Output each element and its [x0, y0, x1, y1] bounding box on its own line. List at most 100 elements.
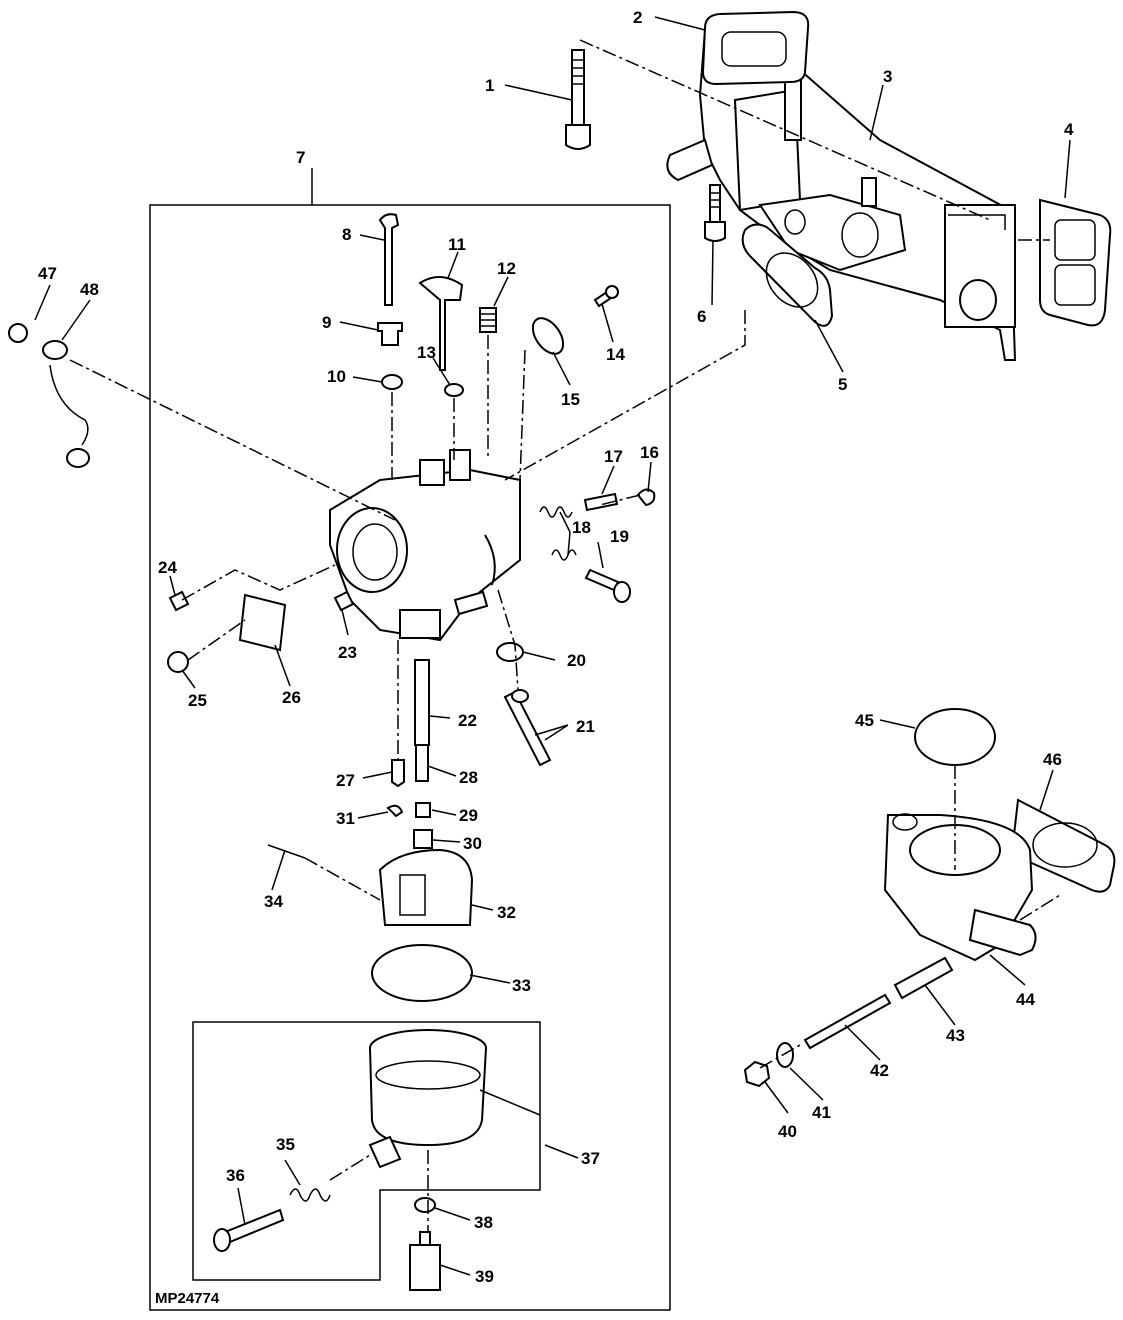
- clamp-20: [496, 642, 524, 662]
- callout-38: 38: [474, 1213, 493, 1232]
- ground-wire-48: [42, 340, 90, 468]
- callout-28: 28: [459, 768, 478, 787]
- terminal-47: [8, 323, 28, 343]
- callout-34: 34: [264, 892, 283, 911]
- leader-lines: [34, 16, 1071, 1276]
- screw-25: [167, 651, 189, 673]
- callout-15: 15: [561, 390, 580, 409]
- callout-41: 41: [812, 1103, 831, 1122]
- jet-27: [391, 759, 405, 788]
- callout-10: 10: [327, 367, 346, 386]
- bolt-6: [704, 184, 726, 242]
- gasket-4: [1039, 198, 1112, 327]
- callout-30: 30: [463, 834, 482, 853]
- assembly-box-37: [192, 1021, 541, 1281]
- seal-13: [444, 383, 464, 397]
- callout-47: 47: [38, 264, 57, 283]
- callout-14: 14: [606, 345, 625, 364]
- callout-36: 36: [226, 1166, 245, 1185]
- callout-13: 13: [417, 343, 436, 362]
- carburetor-body: [329, 449, 521, 642]
- callout-48: 48: [80, 280, 99, 299]
- callout-18: 18: [572, 518, 591, 537]
- screw-12: [479, 307, 497, 333]
- float-pin-34: [267, 844, 306, 859]
- plug-9: [377, 322, 403, 346]
- callout-11: 11: [448, 235, 466, 254]
- callout-32: 32: [497, 903, 516, 922]
- callout-26: 26: [282, 688, 301, 707]
- callout-20: 20: [567, 651, 586, 670]
- jet-30: [413, 829, 433, 849]
- callout-17: 17: [604, 447, 623, 466]
- callout-46: 46: [1043, 750, 1062, 769]
- callout-43: 43: [946, 1026, 965, 1045]
- tube-28: [415, 744, 429, 782]
- idle-screw-17: [583, 492, 619, 512]
- intake-manifold: [666, 13, 1017, 361]
- nut-40: [743, 1060, 771, 1088]
- assembly-box-7: [149, 204, 671, 1311]
- screw-19: [584, 568, 631, 603]
- callout-5: 5: [838, 375, 847, 394]
- screw-24: [168, 590, 190, 612]
- stud-42: [803, 993, 892, 1050]
- callout-45: 45: [855, 711, 874, 730]
- callout-27: 27: [336, 771, 355, 790]
- callout-39: 39: [475, 1267, 494, 1286]
- choke-lever-8: [378, 213, 400, 306]
- solenoid-39: [409, 1231, 441, 1291]
- bolt-1: [565, 49, 591, 150]
- bushing-10: [381, 374, 403, 390]
- gasket-5: [741, 223, 834, 327]
- callout-4: 4: [1064, 120, 1074, 139]
- callout-19: 19: [610, 527, 629, 546]
- choke-plate-26: [238, 593, 287, 652]
- figure-code: MP24774: [155, 1290, 220, 1307]
- o-ring-45: [914, 708, 996, 766]
- screw-14: [593, 285, 619, 308]
- throttle-plate-15: [531, 317, 565, 355]
- callout-37: 37: [581, 1149, 600, 1168]
- callout-1: 1: [485, 76, 494, 95]
- callout-9: 9: [322, 313, 331, 332]
- hose-21: [503, 689, 552, 767]
- callout-labels: 1 2 3 4 5 6 7 8 9 10 11 12 13 14 15 16 1…: [38, 8, 1074, 1286]
- callout-7: 7: [296, 148, 305, 167]
- callout-25: 25: [188, 691, 207, 710]
- callout-40: 40: [778, 1122, 797, 1141]
- screw-36: [213, 1208, 285, 1252]
- callout-12: 12: [497, 259, 516, 278]
- emulsion-tube-22: [414, 659, 430, 746]
- washer-41: [776, 1042, 794, 1068]
- sleeve-43: [893, 956, 954, 1000]
- callout-31: 31: [336, 809, 355, 828]
- callout-6: 6: [697, 307, 706, 326]
- callout-2: 2: [633, 8, 642, 27]
- float-bowl-37: [368, 1029, 487, 1169]
- center-lines: [69, 39, 1061, 1232]
- o-ring-33: [371, 944, 473, 1002]
- callout-44: 44: [1016, 990, 1035, 1009]
- pin-31: [386, 804, 404, 818]
- gasket-2: [701, 10, 810, 86]
- throttle-shaft-11: [418, 276, 464, 371]
- callout-8: 8: [342, 225, 351, 244]
- callout-24: 24: [158, 558, 177, 577]
- float-32: [378, 848, 474, 926]
- callout-35: 35: [276, 1135, 295, 1154]
- spring-18a: [539, 506, 573, 518]
- adapter-44: [883, 813, 1037, 962]
- spring-35: [289, 1188, 331, 1202]
- callout-16: 16: [640, 443, 659, 462]
- clip-16: [636, 488, 656, 507]
- spring-18b: [551, 549, 577, 561]
- pin-23: [333, 590, 355, 612]
- callout-21: 21: [576, 717, 595, 736]
- callout-33: 33: [512, 976, 531, 995]
- gasket-38: [414, 1197, 436, 1213]
- callout-42: 42: [870, 1061, 889, 1080]
- callout-22: 22: [458, 711, 477, 730]
- callout-3: 3: [883, 67, 892, 86]
- callout-23: 23: [338, 643, 357, 662]
